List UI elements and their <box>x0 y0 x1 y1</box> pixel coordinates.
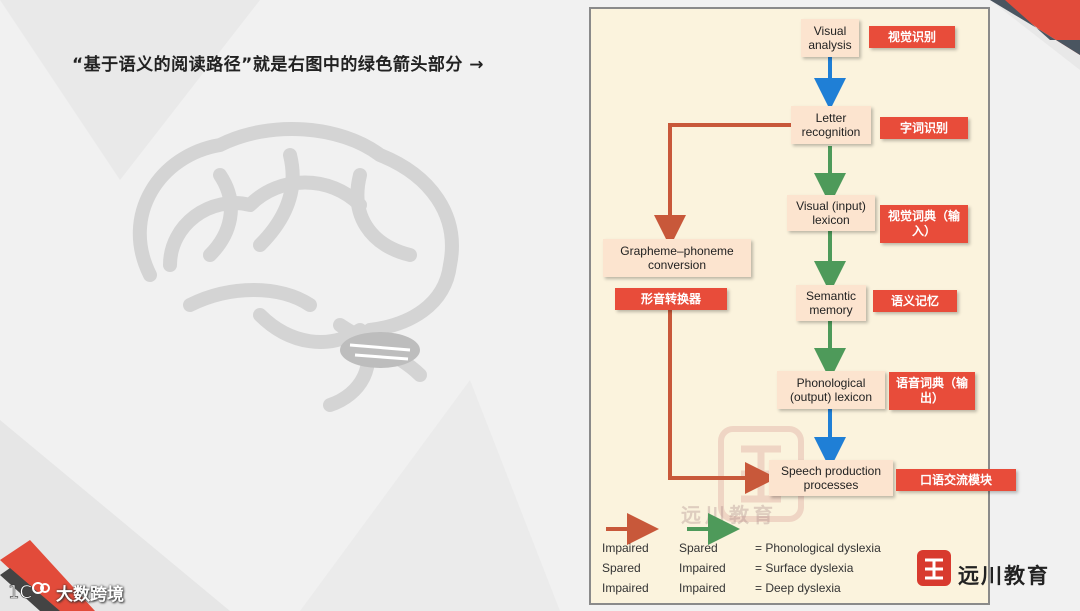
box-visual-input-lexicon: Visual (input) lexicon <box>787 195 875 231</box>
legend-row-1-col2: Spared <box>679 541 718 555</box>
tag-speech-production: 口语交流模块 <box>896 469 1016 491</box>
brain-illustration <box>132 121 459 412</box>
box-visual-analysis: Visual analysis <box>801 19 859 57</box>
box-phonological-output-lexicon: Phonological (output) lexicon <box>777 371 885 409</box>
tag-grapheme-phoneme: 形音转换器 <box>615 288 727 310</box>
legend-row-3-result: = Deep dyslexia <box>755 581 841 595</box>
legend-row-2-result: = Surface dyslexia <box>755 561 854 575</box>
svg-text:1C: 1C <box>8 582 32 603</box>
box-speech-production: Speech production processes <box>769 460 893 496</box>
legend-row-1-col1: Impaired <box>602 541 649 555</box>
legend-row-1-result: = Phonological dyslexia <box>755 541 881 555</box>
tag-visual-input-lexicon: 视觉词典（输入） <box>880 205 968 243</box>
legend-row-3-col2: Impaired <box>679 581 726 595</box>
corner-brand-text: 大数跨境 <box>56 585 124 605</box>
tag-phonological-output-lexicon: 语音词典（输出） <box>889 372 975 410</box>
brand-name: 远川教育 <box>958 564 1050 588</box>
box-semantic-memory: Semantic memory <box>796 285 866 321</box>
tag-semantic-memory: 语义记忆 <box>873 290 957 312</box>
tag-letter-recognition: 字词识别 <box>880 117 968 139</box>
tag-visual-analysis: 视觉识别 <box>869 26 955 48</box>
corner-logo-icon: 1C <box>8 582 50 603</box>
pathway-arrows <box>606 57 846 545</box>
reading-model-diagram: 远川教育 Visual analysis 视觉识别 Letter recogni… <box>589 7 1016 605</box>
brand-seal-icon <box>917 550 951 586</box>
legend-row-2-col2: Impaired <box>679 561 726 575</box>
box-letter-recognition: Letter recognition <box>791 106 871 144</box>
box-grapheme-phoneme: Grapheme–phoneme conversion <box>603 239 751 277</box>
legend-row-3-col1: Impaired <box>602 581 649 595</box>
legend-row-2-col1: Spared <box>602 561 641 575</box>
page-headline: “基于语义的阅读路径”就是右图中的绿色箭头部分 → <box>72 55 485 75</box>
